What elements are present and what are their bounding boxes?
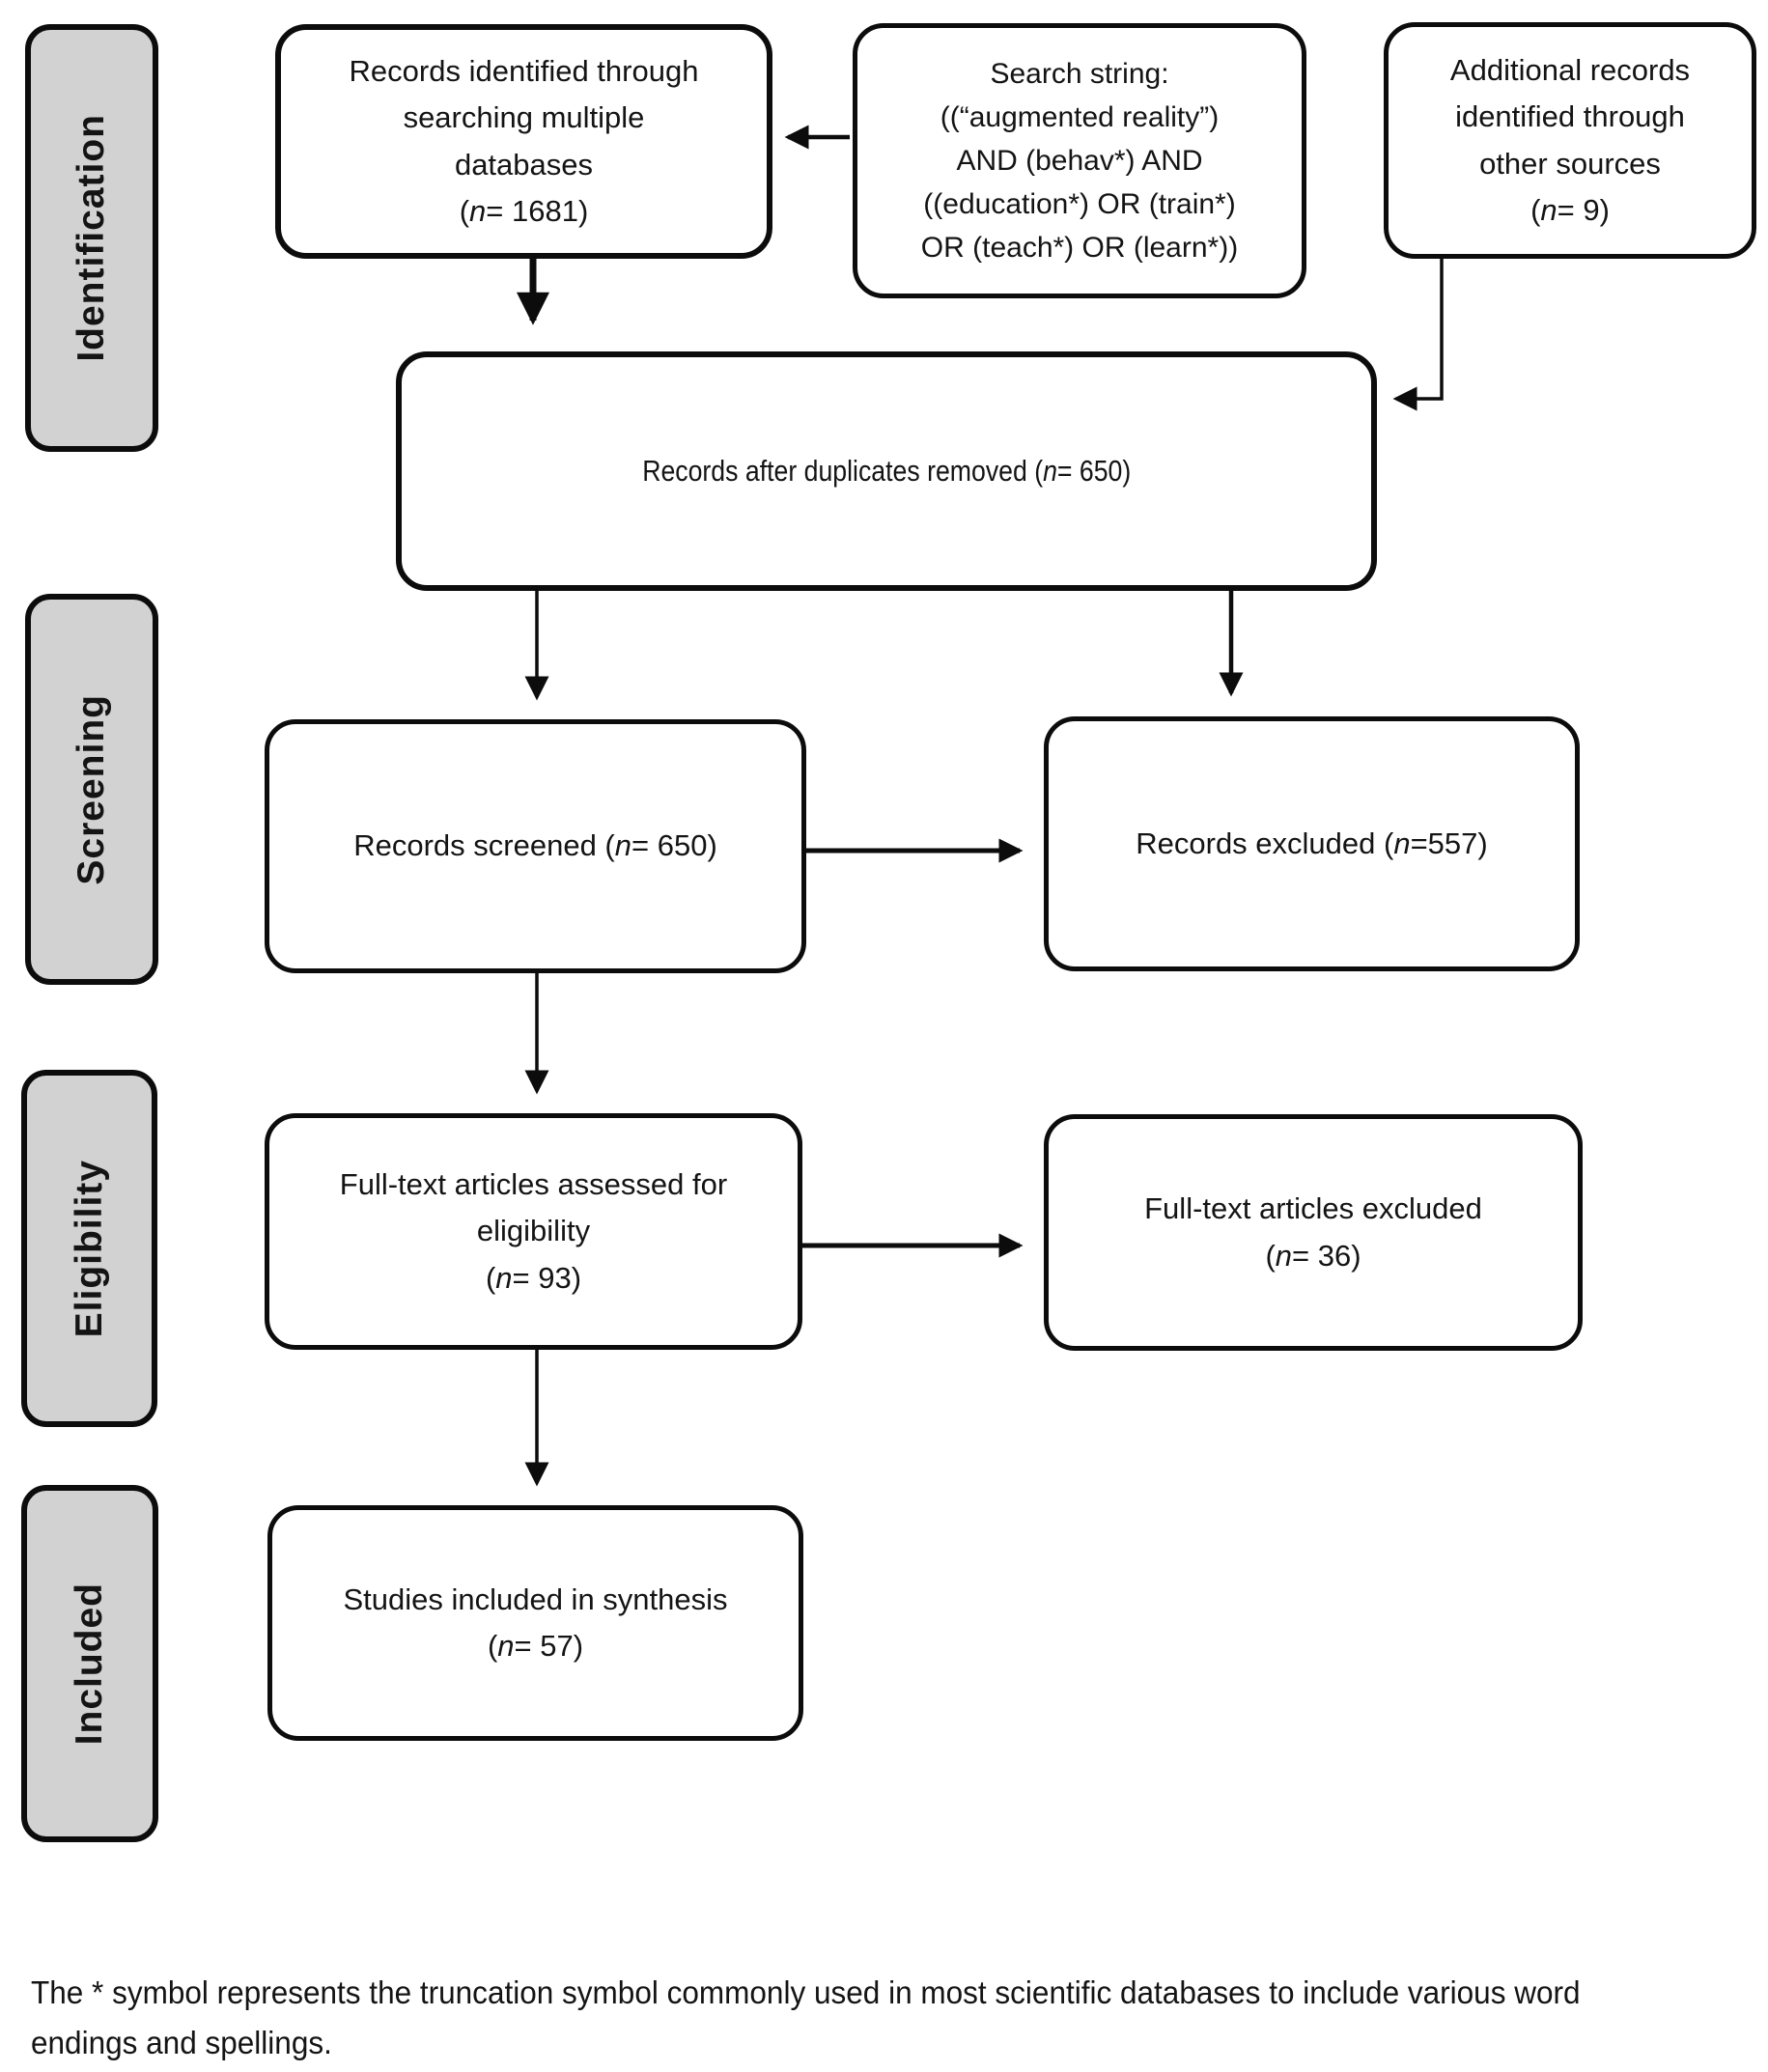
stage-label-eligibility-text: Eligibility	[68, 1159, 110, 1338]
stage-label-eligibility: Eligibility	[21, 1070, 157, 1427]
stage-label-included: Included	[21, 1485, 158, 1842]
node-search-string: Search string:((“augmented reality”)AND …	[853, 23, 1306, 298]
truncation-symbol-footnote: The * symbol represents the truncation s…	[31, 1974, 1581, 2061]
stage-label-identification: Identification	[25, 24, 158, 452]
node-records-excluded: Records excluded (n=557)	[1044, 716, 1580, 971]
node-studies-included: Studies included in synthesis(n= 57)	[267, 1505, 803, 1741]
stage-label-identification-text: Identification	[70, 114, 112, 362]
node-records-excluded-text: Records excluded (n=557)	[1136, 826, 1488, 860]
stage-label-screening: Screening	[25, 594, 158, 985]
node-duplicates-removed-text: Records after duplicates removed (n= 650…	[641, 453, 1132, 488]
node-fulltext-excluded: Full-text articles excluded(n= 36)	[1044, 1114, 1583, 1351]
node-duplicates-removed: Records after duplicates removed (n= 650…	[396, 351, 1377, 591]
stage-label-included-text: Included	[69, 1582, 110, 1746]
node-fulltext-excluded-text: Full-text articles excluded(n= 36)	[1144, 1191, 1482, 1273]
node-studies-included-text: Studies included in synthesis(n= 57)	[343, 1582, 728, 1663]
node-search-string-text: Search string:((“augmented reality”)AND …	[920, 58, 1239, 264]
arrow-additional-to-duplicates	[1392, 257, 1444, 411]
node-records-screened-text: Records screened (n= 650)	[353, 828, 717, 863]
node-records-screened: Records screened (n= 650)	[265, 719, 806, 973]
stage-label-screening-text: Screening	[70, 693, 112, 885]
